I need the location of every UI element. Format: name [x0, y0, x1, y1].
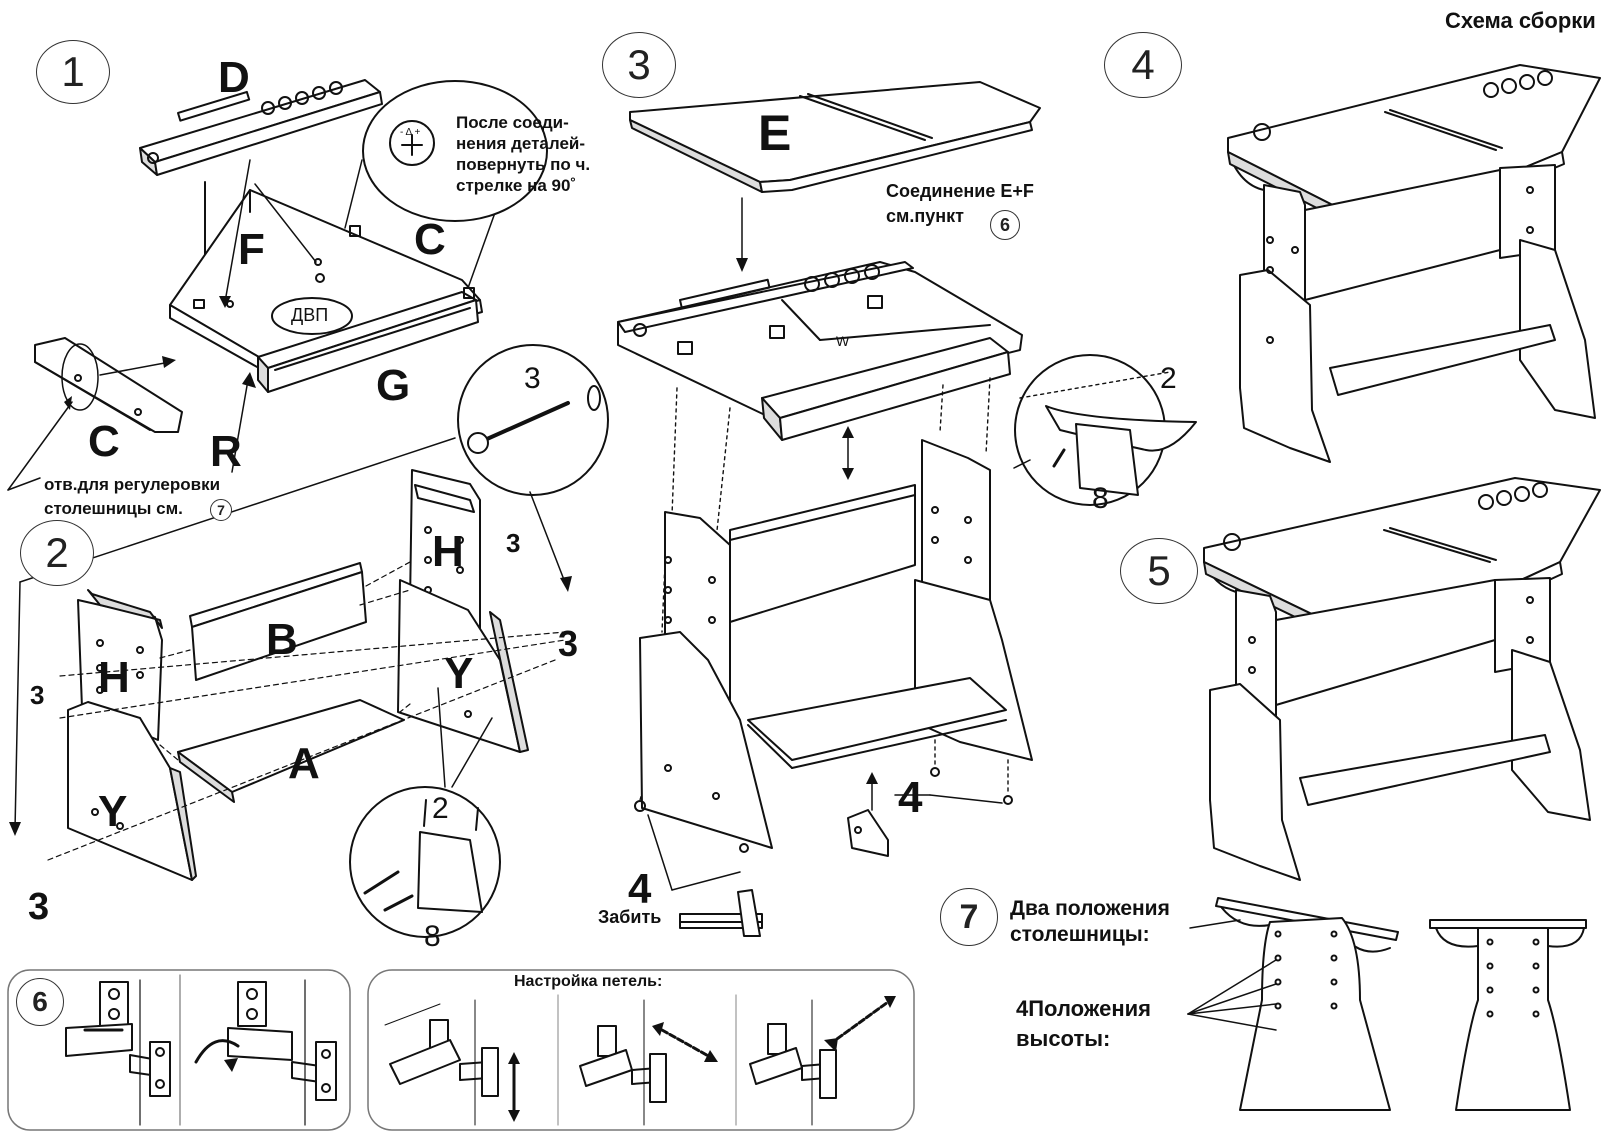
hinge-adjust-1: [384, 999, 520, 1126]
cam-count-8b: 8: [1092, 482, 1109, 515]
step5-desk: [1203, 477, 1601, 881]
step3-base-assembly: [639, 439, 1033, 849]
step-2-marker: 2: [20, 520, 94, 586]
adjust-holes-line-1: отв.для регулеровки: [44, 475, 221, 494]
hole-highlight: [61, 343, 99, 411]
cam-count-2: 2: [432, 792, 449, 825]
part-g-label: G: [376, 361, 411, 410]
dvp-oval: [271, 297, 353, 335]
four-positions-note: 4Положения высоты:: [1016, 996, 1151, 1051]
step2-dashed-guides: [47, 561, 566, 861]
part-h-left-label: H: [98, 653, 130, 702]
step-7-marker: 7: [940, 888, 998, 946]
part-c-top-label: C: [414, 215, 446, 264]
cam-count-2b: 2: [1160, 362, 1177, 395]
dial-symbols: - Δ +: [400, 127, 421, 138]
part-w-label: W: [836, 333, 850, 349]
part-h-right-label: H: [432, 527, 464, 576]
part-r-label: R: [210, 427, 242, 476]
part-d-label: D: [218, 53, 250, 102]
step3-foot-block: [847, 809, 889, 857]
adjust-holes-line-2: столешницы см.: [44, 499, 183, 518]
step7-flat-position: [1429, 919, 1587, 1111]
cam-count-8: 8: [424, 920, 441, 953]
rotate-note: После соеди- нения деталей- повернуть по…: [456, 113, 591, 195]
hammer-note: Забить: [598, 907, 662, 927]
hinge-illustration-1: [65, 979, 171, 1126]
step-3-marker: 3: [602, 32, 676, 98]
screw-count-d: 3: [28, 886, 50, 928]
part-y-right-label: Y: [444, 649, 474, 698]
screw-count-c: 3: [30, 680, 45, 710]
part-e-label: E: [758, 105, 792, 161]
step3-part-e: [629, 81, 1041, 193]
step7-tilted-position: [1215, 897, 1399, 1111]
step-4-marker: 4: [1104, 32, 1182, 98]
step2-part-b: [189, 562, 367, 681]
step-1-marker: 1: [36, 40, 110, 104]
part-c-left-label: C: [88, 417, 120, 466]
foot-count-b: 4: [628, 865, 652, 912]
part-b-label: B: [266, 615, 298, 664]
connection-ref-marker: 6: [990, 210, 1020, 240]
hinge-illustration-2: [194, 979, 337, 1126]
screw-zoom-count: 3: [524, 362, 541, 395]
step-6-marker: 6: [16, 978, 64, 1026]
step2-side-y-left: [67, 701, 197, 881]
step2-side-y-right: [397, 579, 529, 753]
adjust-ref-marker: 7: [210, 499, 232, 521]
foot-count-a: 4: [898, 773, 923, 822]
hinge-adjust-3: [749, 996, 896, 1126]
hinge-adjust-2: [579, 999, 718, 1126]
step4-desk: [1227, 64, 1601, 463]
page-title: Схема сборки: [1445, 8, 1596, 33]
step1-part-d: [139, 79, 383, 176]
step-5-marker: 5: [1120, 538, 1198, 604]
hammer-icon: [679, 889, 763, 937]
screw-count-a: 3: [506, 528, 521, 558]
step1-frame-f-c: [169, 189, 483, 393]
connection-ef-line-1: Соединение E+F: [886, 181, 1034, 201]
part-dvp-label: ДВП: [291, 305, 329, 325]
two-positions-note: Два положения столешницы:: [1010, 897, 1170, 946]
part-f-label: F: [238, 225, 265, 274]
part-y-left-label: Y: [98, 787, 128, 836]
rotate-callout-ellipse: [362, 80, 548, 222]
screw-count-b: 3: [558, 623, 579, 664]
connection-ef-line-2: см.пункт: [886, 206, 964, 226]
hinge-adjust-panel: [367, 969, 915, 1131]
step3-top-assembly: [617, 261, 1023, 441]
step2-part-a: [177, 699, 405, 803]
hinge-adjust-title: Настройка петель:: [514, 973, 663, 990]
part-a-label: A: [288, 739, 320, 788]
step1-part-c: [34, 337, 183, 433]
